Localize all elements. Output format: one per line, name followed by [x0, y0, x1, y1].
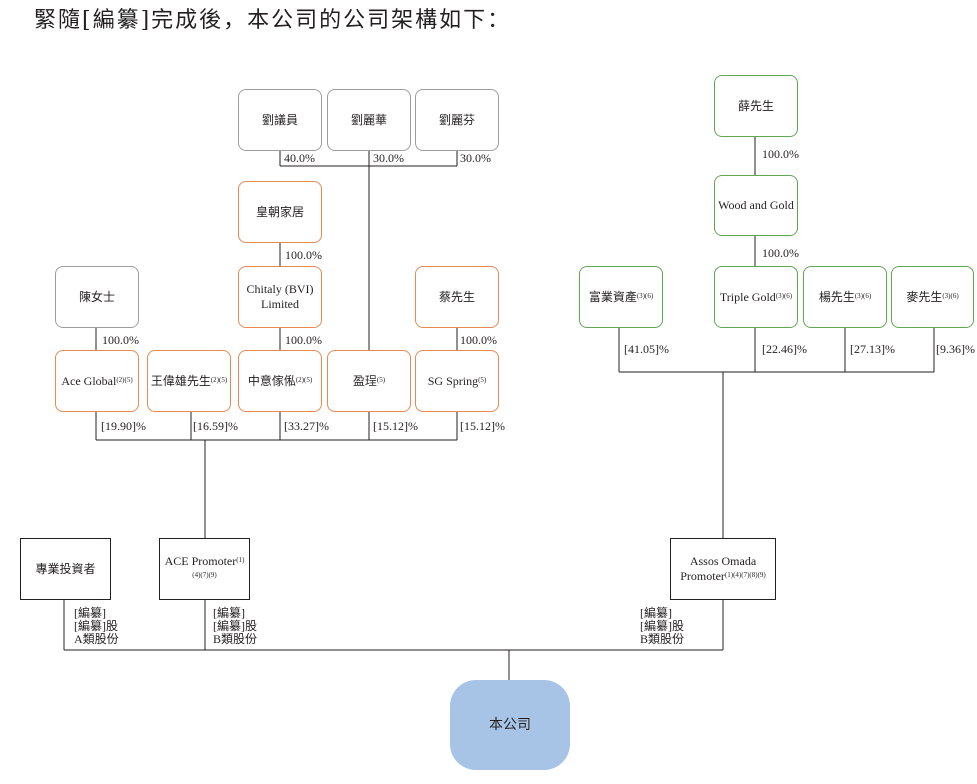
pct-mr-yang: [27.13]% — [850, 342, 895, 356]
footnote-ref: (5) — [376, 375, 386, 384]
node-mr-yang: 楊先生(3)(6) — [803, 266, 887, 328]
node-zhongyi: 中意傢俬(2)(5) — [238, 350, 322, 412]
node-wood-gold: Wood and Gold — [714, 175, 798, 236]
pct-wood-triple: 100.0% — [762, 246, 799, 260]
node-liu-lifen: 劉麗芬 — [415, 89, 499, 151]
node-fuye: 富業資產(3)(6) — [579, 266, 663, 328]
node-label: 中意傢俬 — [247, 373, 296, 388]
pct-sg-spring: [15.12]% — [460, 419, 505, 433]
pct-ace-global: [19.90]% — [101, 419, 146, 433]
node-wang: 王偉雄先生(2)(5) — [147, 350, 231, 412]
pct-liu-lihua: 30.0% — [373, 151, 404, 165]
node-chitaly: Chitaly (BVI) Limited — [238, 266, 322, 328]
shares-class-a: [編纂] [編纂]股 A類股份 — [74, 607, 119, 646]
node-label: 盈珵 — [352, 373, 377, 388]
shares-class-b-assos: [編纂] [編纂]股 B類股份 — [640, 607, 684, 646]
pct-liu-yiyuan: 40.0% — [284, 151, 315, 165]
shares-class: B類股份 — [640, 632, 685, 646]
node-assos-omada: Assos Omada Promoter(1)(4)(7)(8)(9) — [670, 538, 776, 600]
footnote-ref: (3)(6) — [942, 291, 959, 300]
node-label: Assos Omada Promoter — [680, 554, 757, 583]
shares-line: [編纂] — [640, 606, 672, 620]
node-label: Wood and Gold — [718, 198, 794, 212]
shares-class: A類股份 — [74, 632, 119, 646]
node-liu-yiyuan: 劉議員 — [238, 89, 322, 151]
node-sg-spring: SG Spring(5) — [415, 350, 499, 412]
node-yingcheng: 盈珵(5) — [327, 350, 411, 412]
pct-zhongyi: [33.27]% — [284, 419, 329, 433]
pct-triple-gold: [22.46]% — [762, 342, 807, 356]
node-mr-mai: 麥先生(3)(6) — [891, 266, 974, 328]
pct-liu-lifen: 30.0% — [460, 151, 491, 165]
node-label: 楊先生 — [818, 289, 855, 304]
node-label: Triple Gold — [719, 289, 776, 304]
footnote-ref: (3)(6) — [854, 291, 872, 300]
footnote-ref: (2)(5) — [295, 375, 313, 384]
node-label: Ace Global — [61, 373, 117, 388]
shares-class: B類股份 — [213, 632, 258, 646]
node-label: SG Spring — [427, 373, 479, 388]
node-ms-chen: 陳女士 — [55, 266, 139, 328]
node-label: 劉議員 — [261, 112, 298, 127]
shares-line: [編纂]股 — [213, 619, 257, 633]
shares-line: [編纂]股 — [74, 619, 118, 633]
node-label: 皇朝家居 — [255, 204, 304, 219]
node-liu-lihua: 劉麗華 — [327, 89, 411, 151]
node-label: 麥先生 — [906, 289, 943, 304]
node-label: 富業資產 — [588, 289, 637, 304]
node-label: 本公司 — [489, 717, 531, 733]
node-label: 專業投資者 — [35, 561, 96, 576]
footnote-ref: (3)(6) — [775, 291, 793, 300]
node-ace-promoter: ACE Promoter(1)(4)(7)(9) — [159, 538, 250, 600]
pct-xue-wood: 100.0% — [762, 147, 799, 161]
node-triple-gold: Triple Gold(3)(6) — [714, 266, 798, 328]
footnote-ref: (1)(4)(7)(9) — [192, 556, 245, 579]
footnote-ref: (2)(5) — [210, 375, 228, 384]
node-label: ACE Promoter — [164, 554, 237, 568]
pct-huangchao-chitaly: 100.0% — [285, 248, 322, 262]
footnote-ref: (1)(4)(7)(8)(9) — [724, 571, 766, 579]
pct-fuye: [41.05]% — [624, 342, 669, 356]
node-professional-investors: 專業投資者 — [20, 538, 111, 600]
node-label: 王偉雄先生 — [150, 373, 211, 388]
node-mr-xue: 薛先生 — [714, 75, 798, 137]
footnote-ref: (5) — [478, 375, 487, 384]
node-label: 陳女士 — [78, 289, 115, 304]
node-label: 劉麗華 — [350, 112, 387, 127]
footnote-ref: (3)(6) — [636, 291, 654, 300]
node-huangchao: 皇朝家居 — [238, 181, 322, 243]
shares-line: [編纂] — [213, 606, 245, 620]
node-ace-global: Ace Global(2)(5) — [55, 350, 139, 412]
pct-yingcheng: [15.12]% — [373, 419, 418, 433]
page-heading: 緊隨[編纂]完成後，本公司的公司架構如下： — [34, 8, 512, 33]
shares-line: [編纂] — [74, 606, 106, 620]
pct-mr-mai: [9.36]% — [936, 342, 975, 356]
pct-cai-sg: 100.0% — [460, 333, 497, 347]
node-mr-cai: 蔡先生 — [415, 266, 499, 328]
node-label: 蔡先生 — [438, 289, 475, 304]
node-company: 本公司 — [450, 680, 570, 770]
pct-chitaly-zhongyi: 100.0% — [285, 333, 322, 347]
shares-line: [編纂]股 — [640, 619, 684, 633]
node-label: Chitaly (BVI) Limited — [246, 282, 314, 311]
shares-class-b-ace: [編纂] [編纂]股 B類股份 — [213, 607, 257, 646]
pct-chen-ace: 100.0% — [102, 333, 139, 347]
pct-wang: [16.59]% — [193, 419, 238, 433]
node-label: 薛先生 — [737, 98, 774, 113]
node-label: 劉麗芬 — [438, 112, 475, 127]
footnote-ref: (2)(5) — [116, 375, 133, 384]
